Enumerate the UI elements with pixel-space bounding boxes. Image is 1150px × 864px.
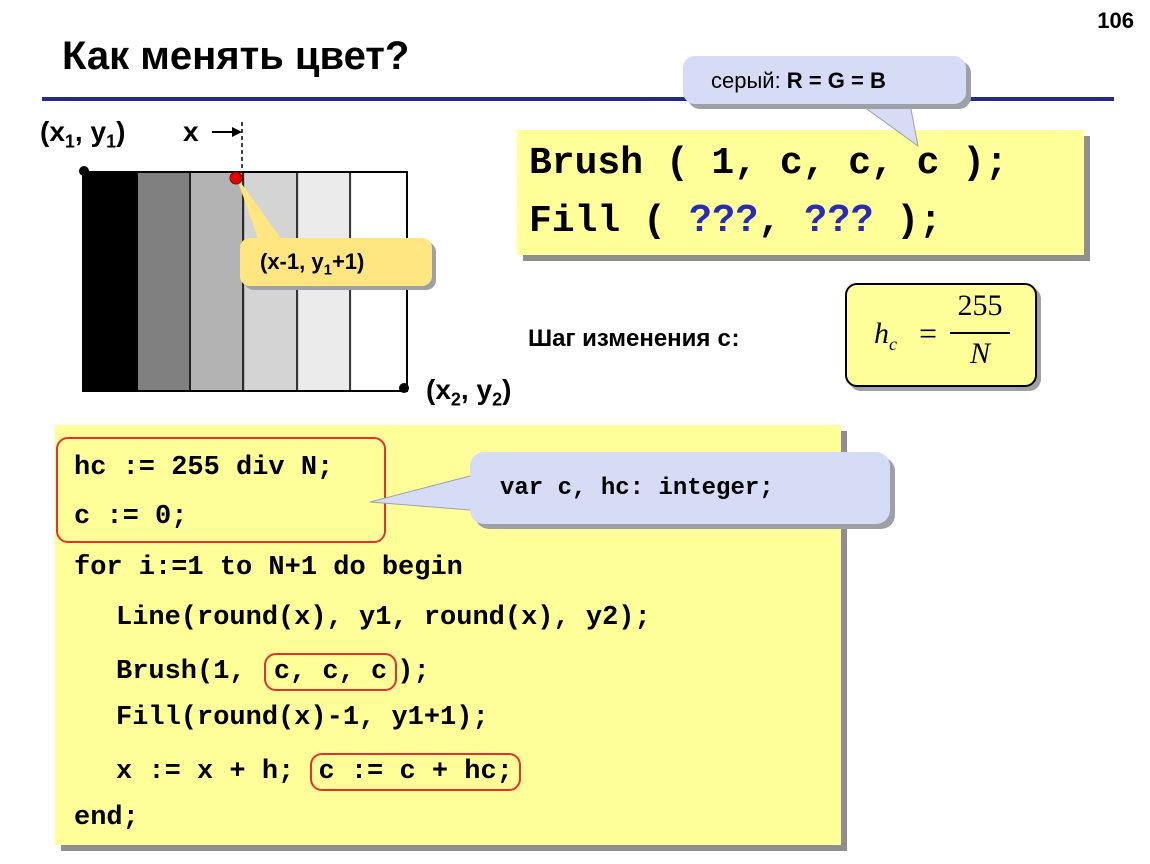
code-line-brush: Brush ( 1, c, c, c ); (529, 142, 1008, 185)
point-label-box: (x-1, y1+1) (240, 238, 432, 286)
formula-numerator: 255 (957, 289, 1003, 322)
formula-box: hc = 255 N (845, 283, 1037, 387)
brush-args-highlight: c, c, c (263, 653, 398, 691)
code-line-7: x := x + h; c := c + hc; (116, 753, 521, 791)
init-highlight (56, 437, 386, 543)
x-arrow-head (232, 127, 242, 137)
code-line-3: for i:=1 to N+1 do begin (74, 553, 463, 583)
point-callout-pointer (236, 176, 282, 244)
corner2-dot (399, 383, 409, 393)
callout-var: var c, hc: integer; (470, 452, 890, 524)
stripe-1 (84, 173, 138, 390)
point-dot (229, 171, 243, 185)
fill-separator: , (758, 200, 804, 243)
fill-unknown-1: ??? (688, 198, 759, 240)
code-line-4: Line(round(x), y1, round(x), y2); (116, 603, 651, 633)
callout-gray-prefix: серый: (711, 68, 787, 93)
code-line-fill: Fill ( ???, ??? ); (529, 198, 942, 243)
callout-var-text: var c, hc: integer; (500, 475, 774, 502)
fill-suffix: ); (873, 200, 942, 243)
formula-lhs: h (874, 317, 889, 350)
fill-unknown-2: ??? (803, 198, 874, 240)
step-label: Шаг изменения c: (528, 325, 740, 354)
corner1-label: (x1, y1) (40, 116, 126, 152)
stripe-3 (191, 173, 246, 390)
page-number: 106 (1097, 8, 1134, 33)
code-line-2: c := 0; (74, 502, 188, 532)
callout-var-pointer (369, 475, 471, 511)
title-underline (42, 97, 1114, 101)
fill-prefix: Fill ( (529, 200, 689, 243)
formula-lhs-sub: c (889, 334, 897, 354)
callout-gray-pointer (859, 103, 919, 148)
callout-gray: серый: R = G = B (683, 56, 966, 104)
code-line-5: Brush(1, c, c, c); (116, 653, 430, 691)
increment-highlight: c := c + hc; (310, 753, 521, 791)
formula-fraction-bar (950, 332, 1010, 334)
code-line-8: end; (74, 803, 139, 833)
code-box-top: Brush ( 1, c, c, c ); Fill ( ???, ??? ); (517, 130, 1084, 255)
corner1-dot (79, 166, 89, 176)
formula-denominator: N (969, 337, 990, 370)
stripe-2 (137, 173, 192, 390)
code-line-6: Fill(round(x)-1, y1+1); (116, 703, 489, 733)
formula-eq: = (919, 315, 938, 351)
diagram-overlay (79, 122, 409, 393)
page-title: Как менять цвет? (62, 34, 410, 78)
code-line-1: hc := 255 div N; (74, 453, 334, 483)
x-label: x (183, 116, 199, 147)
callout-gray-formula: R = G = B (786, 68, 886, 93)
corner2-label: (x2, y2) (426, 374, 512, 410)
